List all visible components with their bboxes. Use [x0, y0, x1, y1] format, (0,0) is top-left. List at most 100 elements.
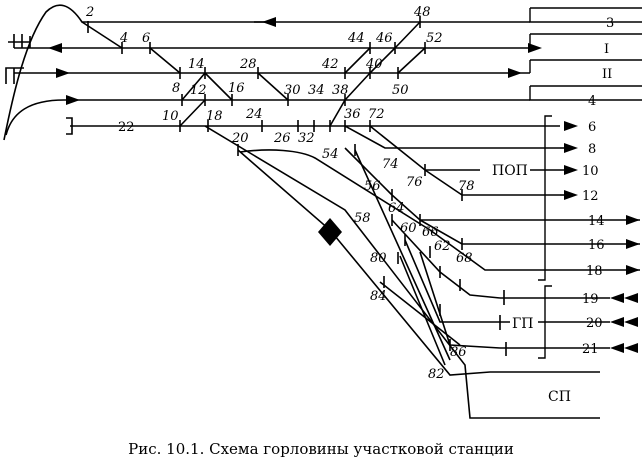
conn-38-40 — [344, 72, 371, 101]
switch-48: 48 — [413, 5, 431, 20]
line-to-8 — [344, 125, 560, 149]
switch-6: 6 — [142, 31, 150, 46]
switch-30: 30 — [284, 83, 301, 98]
switch-18: 18 — [206, 109, 223, 124]
switch-80: 80 — [370, 251, 387, 266]
conn-40-46 — [369, 47, 396, 74]
arrow-head-2a — [56, 68, 70, 78]
switch-58: 58 — [354, 211, 371, 226]
line-to-20 — [404, 239, 500, 323]
switch-28: 28 — [239, 57, 257, 72]
switch-64: 64 — [388, 201, 405, 216]
track-line-3 — [3, 4, 530, 141]
switch-10: 10 — [162, 109, 179, 124]
switch-16: 16 — [228, 81, 245, 96]
pop-bg — [488, 160, 530, 178]
arrow-12 — [564, 190, 578, 200]
track-12-label: 12 — [582, 189, 599, 204]
line-to-19 — [391, 219, 501, 299]
arrow-head-4 — [66, 95, 80, 105]
park-labels: ПОП ГП СП — [488, 160, 571, 405]
switch-42: 42 — [321, 57, 339, 72]
switch-44: 44 — [347, 31, 365, 46]
line-54-56 — [344, 147, 393, 196]
buffer-stop-22 — [66, 117, 73, 135]
switch-32: 32 — [298, 131, 315, 146]
arrow-20a — [610, 317, 624, 327]
figure-caption: Рис. 10.1. Схема горловины участковой ст… — [128, 440, 514, 458]
switch-62: 62 — [434, 239, 451, 254]
track-labels: 3 I II 4 6 8 10 12 14 16 18 19 20 21 — [582, 16, 614, 357]
arrow-head-2b — [508, 68, 522, 78]
switch-46: 46 — [375, 31, 393, 46]
switch-52: 52 — [426, 31, 443, 46]
box-4 — [529, 85, 642, 101]
park-gp-label: ГП — [512, 316, 533, 332]
arrow-head-3 — [262, 17, 276, 27]
track-6-label: 6 — [588, 120, 596, 135]
switch-60: 60 — [400, 221, 417, 236]
arrow-head-1a — [48, 43, 62, 53]
arrow-6 — [564, 121, 578, 131]
track-21-label: 21 — [582, 342, 599, 357]
switch-68: 68 — [456, 251, 473, 266]
conn-46-48 — [394, 21, 421, 49]
switch-82: 82 — [428, 367, 445, 382]
track-19-label: 19 — [582, 292, 599, 307]
track-1-label: I — [604, 42, 609, 57]
lower-fan — [204, 125, 600, 419]
arrow-21a — [610, 343, 624, 353]
switch-26: 26 — [273, 131, 291, 146]
switch-36: 36 — [344, 107, 361, 122]
switch-76: 76 — [406, 175, 423, 190]
switch-8: 8 — [172, 81, 180, 96]
track-3-label: 3 — [606, 16, 614, 31]
conn-10-12 — [179, 99, 206, 127]
conn-6-8 — [149, 47, 181, 74]
conn-28-30 — [257, 72, 289, 101]
track-16-label: 16 — [588, 238, 605, 253]
line-20-18 — [239, 149, 560, 271]
track-8-label: 8 — [588, 142, 596, 157]
line-18-sp — [204, 125, 600, 419]
switch-4: 4 — [119, 31, 128, 46]
gp-stops — [499, 290, 507, 356]
switch-12: 12 — [190, 83, 207, 98]
switch-labels: 2 4 6 8 10 12 14 16 18 20 22 24 26 28 30… — [85, 5, 475, 382]
conn-8-12 — [181, 72, 206, 101]
signal-left-2 — [5, 67, 24, 84]
box-1 — [529, 33, 642, 48]
line-to-14 — [391, 194, 560, 221]
track-2-label: II — [602, 67, 612, 82]
arrow-21b — [624, 343, 638, 353]
switch-86: 86 — [450, 345, 467, 360]
arrow-18 — [626, 265, 640, 275]
signal-top-left — [8, 34, 31, 48]
line-84-86 — [379, 281, 461, 346]
gp-bg — [510, 313, 538, 331]
bracket-gp — [538, 285, 552, 359]
park-pop-label: ПОП — [492, 163, 528, 179]
track-4-label: 4 — [588, 94, 596, 109]
track-22-label: 22 — [118, 120, 135, 135]
switch-20: 20 — [231, 131, 249, 146]
switch-2: 2 — [85, 5, 94, 20]
switch-54: 54 — [322, 147, 339, 162]
arrow-8 — [564, 143, 578, 153]
arrow-20b — [624, 317, 638, 327]
box-2 — [529, 59, 642, 73]
arrow-10 — [564, 165, 578, 175]
arrow-14 — [626, 215, 640, 225]
switch-40: 40 — [365, 57, 383, 72]
switch-38: 38 — [332, 83, 349, 98]
conn-34-36 — [329, 99, 346, 127]
arrow-head-1b — [528, 43, 542, 53]
bracket-pop — [538, 115, 552, 281]
switch-72: 72 — [368, 107, 385, 122]
track-18-label: 18 — [586, 264, 603, 279]
left-signals — [5, 34, 31, 84]
switch-66: 66 — [422, 225, 439, 240]
park-sp-label: СП — [548, 389, 571, 405]
